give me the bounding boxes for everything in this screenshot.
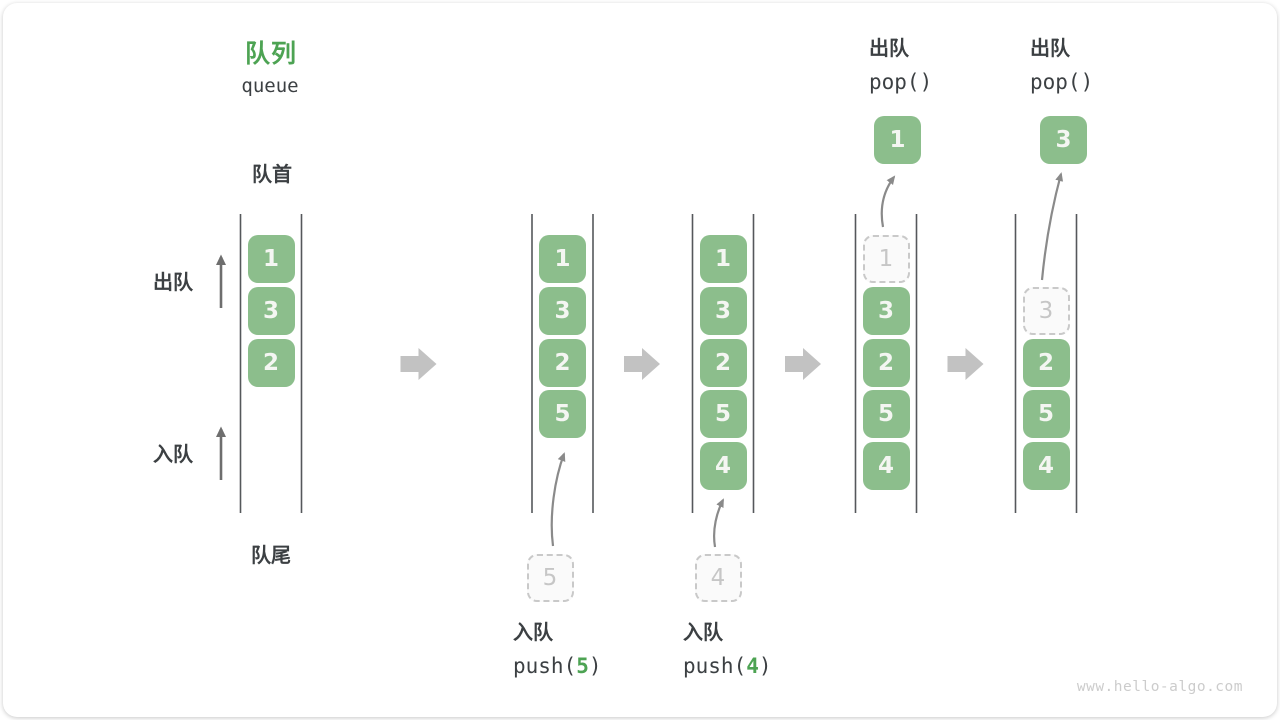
- queue-cell: 1: [539, 235, 586, 283]
- pop-3-arrow-icon: [1040, 172, 1064, 281]
- push-5-arg: 5: [576, 654, 589, 678]
- pop-3-zh-label: 出队: [1030, 38, 1070, 60]
- queue-cell: 1: [699, 235, 747, 283]
- queue-cell: 1: [247, 235, 295, 283]
- queue-front-label: 队首: [252, 164, 292, 186]
- pop-1-zh-label: 出队: [869, 38, 909, 60]
- incoming-element: 4: [694, 554, 742, 602]
- queue-cell: 2: [862, 339, 910, 387]
- queue-cell: 2: [1022, 339, 1070, 387]
- queue-cell: 3: [862, 287, 910, 335]
- title-block: 队列: [245, 34, 323, 70]
- push-5-arrow-icon: [550, 452, 566, 547]
- queue-cell: 4: [1022, 442, 1070, 490]
- queue-cell: 5: [862, 390, 910, 438]
- incoming-element: 5: [526, 554, 574, 602]
- page-subtitle: queue: [241, 75, 299, 97]
- popped-element: 3: [1040, 116, 1087, 164]
- push-5-code-prefix: push(: [513, 654, 577, 678]
- queue-cell-dashed: 3: [1022, 287, 1070, 335]
- push-4-code: push(4): [683, 654, 772, 678]
- push-4-arrow-icon: [713, 498, 724, 548]
- queue-cell: 2: [247, 339, 295, 387]
- push-5-code-suffix: ): [588, 654, 602, 678]
- queue-cell: 5: [539, 390, 586, 438]
- push-4-code-suffix: ): [758, 654, 772, 678]
- queue-cell: 3: [247, 287, 295, 335]
- pop-3-code: pop(): [1030, 70, 1094, 94]
- push-4-operation-label: 入队 push(4): [683, 616, 772, 678]
- push-5-code: push(5): [513, 654, 602, 678]
- popped-element: 1: [874, 116, 921, 164]
- queue-cell-dashed: 1: [862, 235, 910, 283]
- pop-1-arrow-icon: [880, 175, 896, 228]
- queue-cell: 4: [699, 442, 747, 490]
- queue-channel-lines: [239, 214, 1078, 513]
- queue-cell: 2: [699, 339, 747, 387]
- push-4-arg: 4: [746, 654, 759, 678]
- push-4-code-prefix: push(: [683, 654, 747, 678]
- queue-rear-label: 队尾: [251, 545, 291, 567]
- arrows-and-lines-layer: [216, 172, 1078, 548]
- state-transition-arrow-icon: [785, 348, 821, 380]
- watermark: www.hello-algo.com: [1076, 679, 1243, 695]
- enqueue-side-label: 入队: [153, 444, 193, 466]
- queue-cell: 5: [1022, 390, 1070, 438]
- push-5-zh-label: 入队: [513, 622, 553, 644]
- queue-cell: 4: [862, 442, 910, 490]
- dequeue-side-label: 出队: [153, 272, 193, 294]
- state-transition-arrow-icon: [624, 348, 660, 380]
- pop-1-code: pop(): [869, 70, 933, 94]
- queue-cell: 2: [539, 339, 586, 387]
- pop-1-operation-label: 出队 pop(): [869, 32, 932, 94]
- subtitle-block: queue: [241, 75, 327, 97]
- state-transition-arrow-icon: [400, 348, 437, 380]
- page-title: 队列: [244, 40, 298, 68]
- push-5-operation-label: 入队 push(5): [513, 616, 602, 678]
- queue-cell: 5: [699, 390, 747, 438]
- push-4-zh-label: 入队: [683, 622, 723, 644]
- queue-cell: 3: [699, 287, 747, 335]
- pop-3-operation-label: 出队 pop(): [1030, 32, 1093, 94]
- state-transition-arrow-icon: [947, 348, 984, 380]
- queue-cell: 3: [539, 287, 586, 335]
